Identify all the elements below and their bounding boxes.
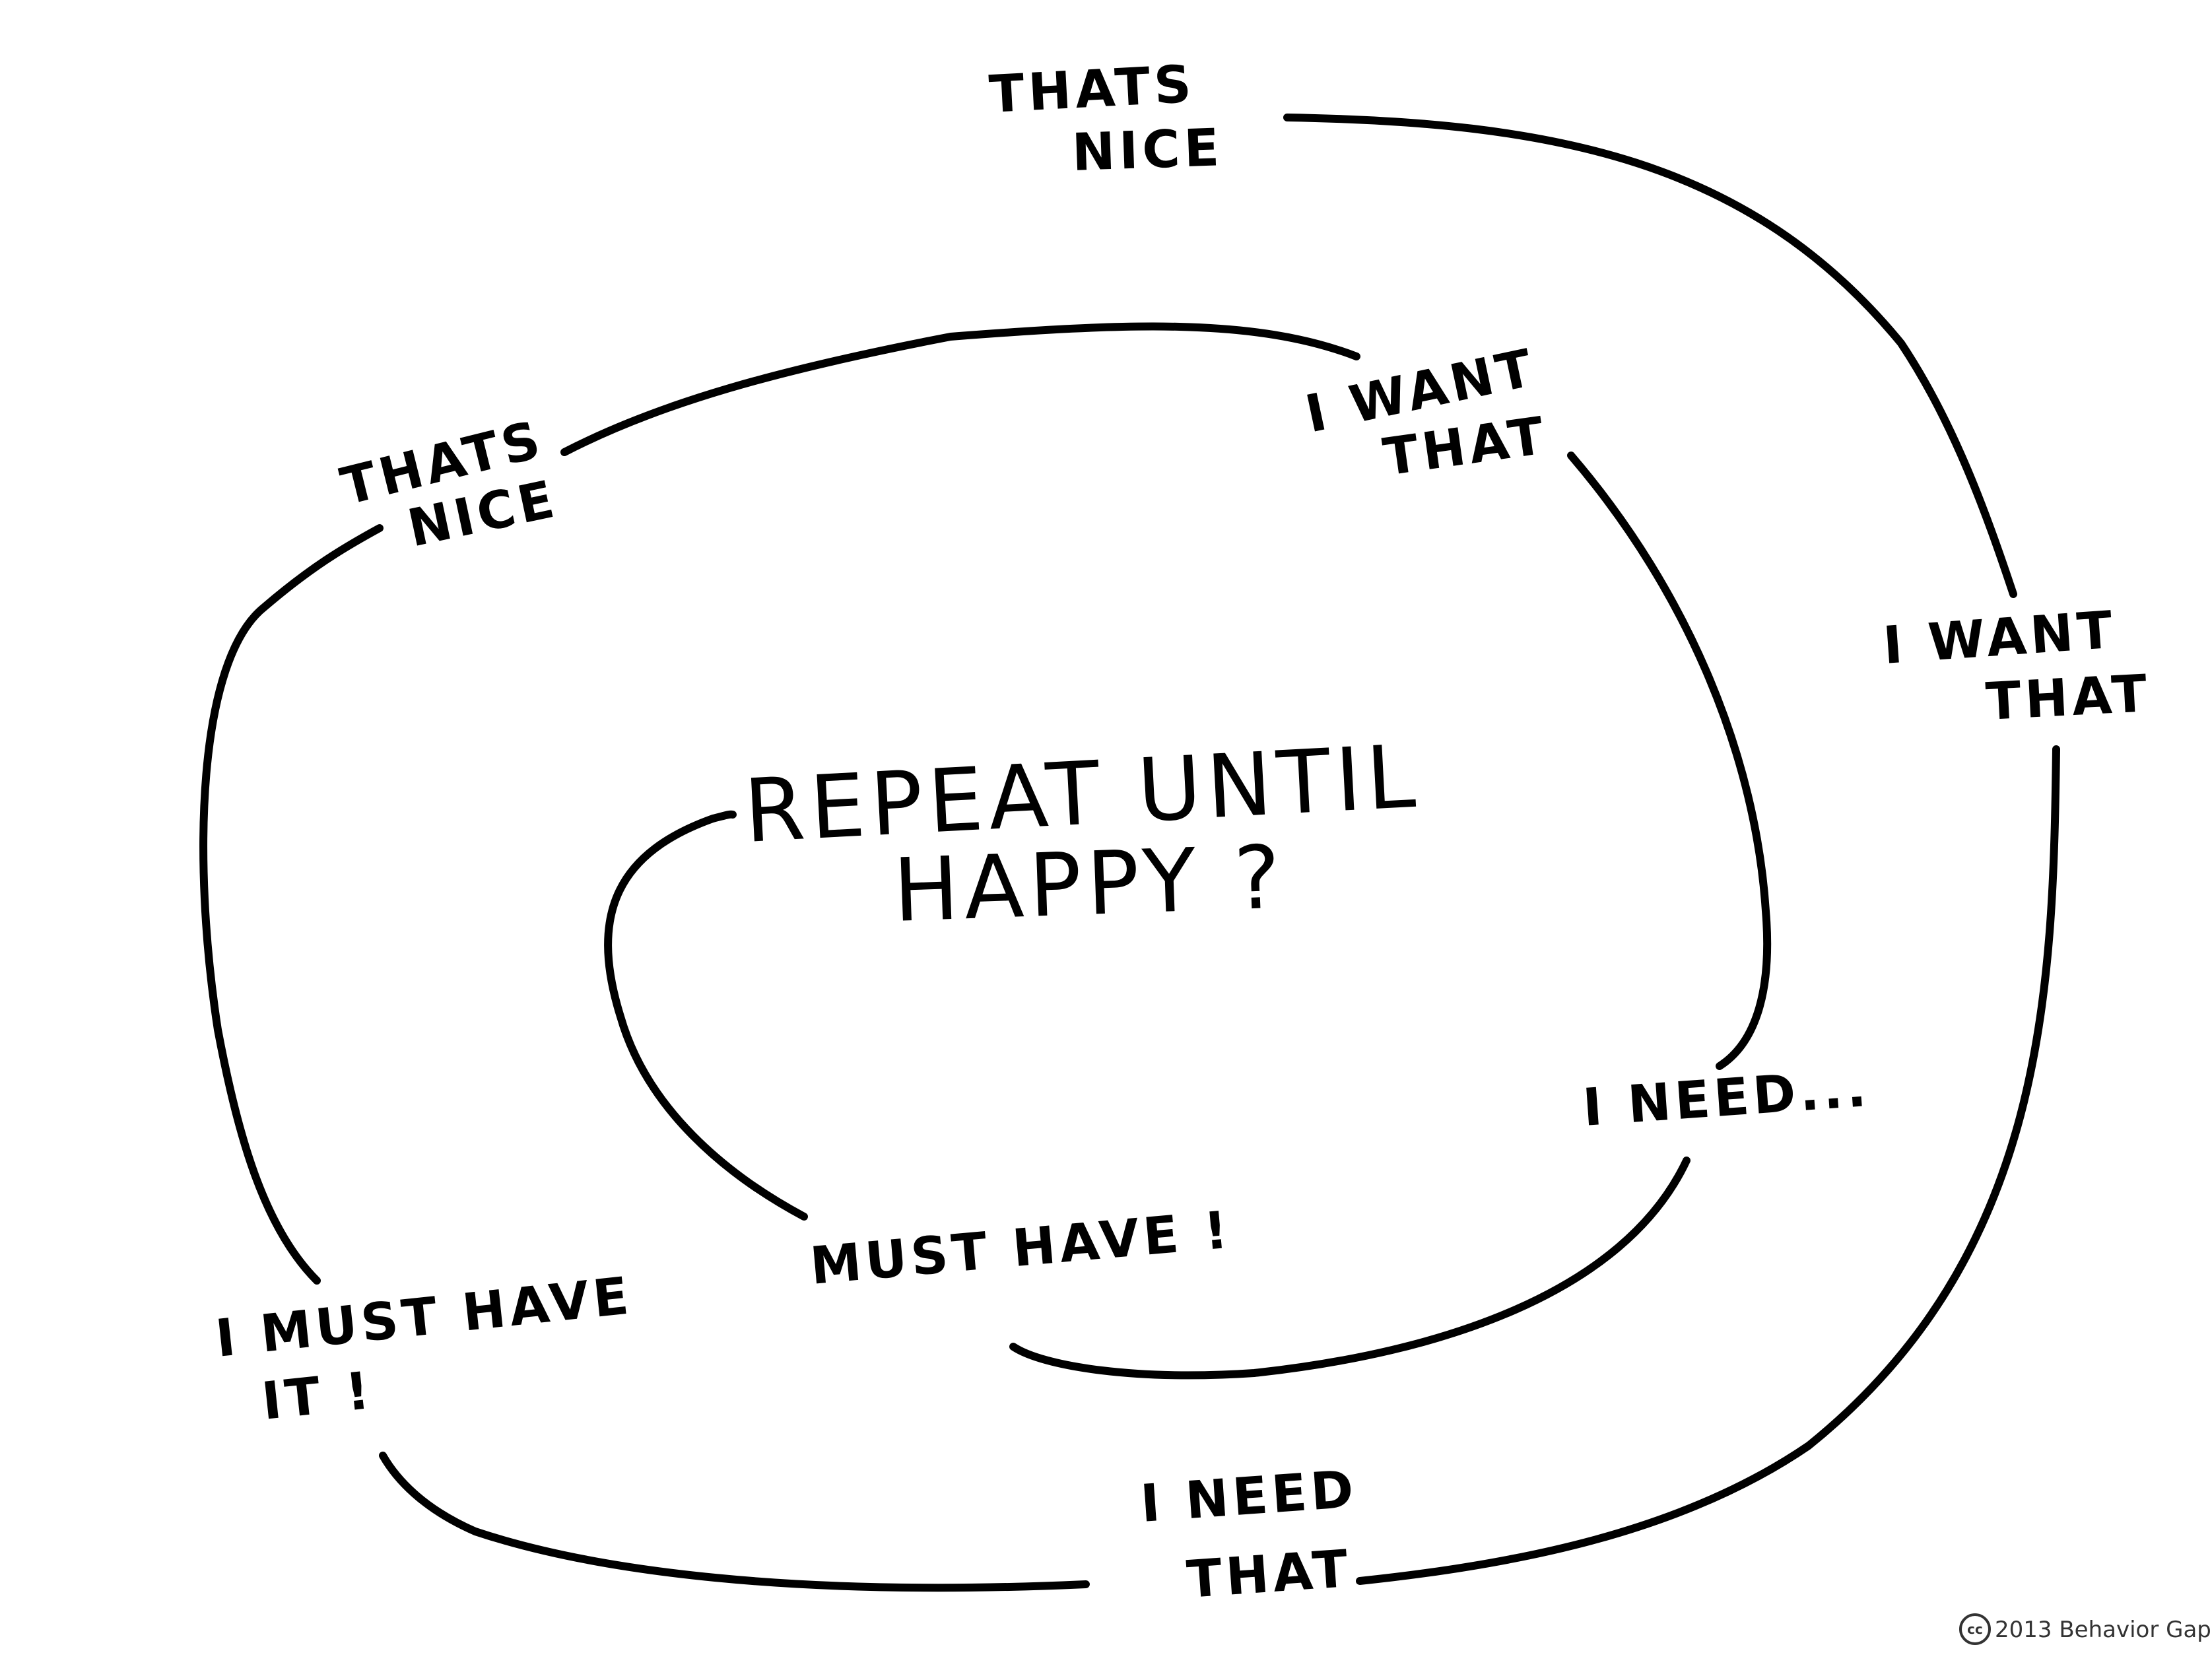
mid-arc-bottom	[1009, 1157, 1691, 1380]
label-outer-need-line2: THAT	[1185, 1539, 1354, 1610]
label-outer-want-line2: THAT	[1984, 664, 2152, 732]
outer-arc-right-bottom	[1356, 745, 2060, 1585]
label-outer-need-line1: I NEED	[1139, 1460, 1359, 1534]
inner-loop	[604, 810, 808, 1221]
cc-icon-text: cc	[1967, 1621, 1983, 1637]
left-loop	[199, 524, 384, 1285]
mid-arc-top	[560, 322, 1360, 456]
label-mid-need: I NEED...	[1581, 1059, 1872, 1138]
label-outer-must-line2: IT !	[259, 1361, 376, 1432]
outer-arc-top-right	[1283, 114, 2017, 598]
credit-text: 2013 Behavior Gap	[1995, 1617, 2210, 1643]
label-outer-thats-nice-line2: NICE	[1071, 118, 1224, 183]
label-inner-must: MUST HAVE !	[808, 1200, 1234, 1296]
label-outer-must-line1: I MUST HAVE	[213, 1266, 636, 1369]
credit-line: cc 2013 Behavior Gap	[1959, 1613, 2210, 1645]
center-title-line2: HAPPY ?	[892, 826, 1288, 942]
label-outer-want-line1: I WANT	[1881, 601, 2118, 676]
outer-arc-bottom-left	[379, 1452, 1090, 1592]
label-outer-thats-nice-line1: THATS	[988, 55, 1196, 125]
mid-arc-right	[1567, 452, 1772, 1070]
cc-icon	[1959, 1613, 1991, 1645]
